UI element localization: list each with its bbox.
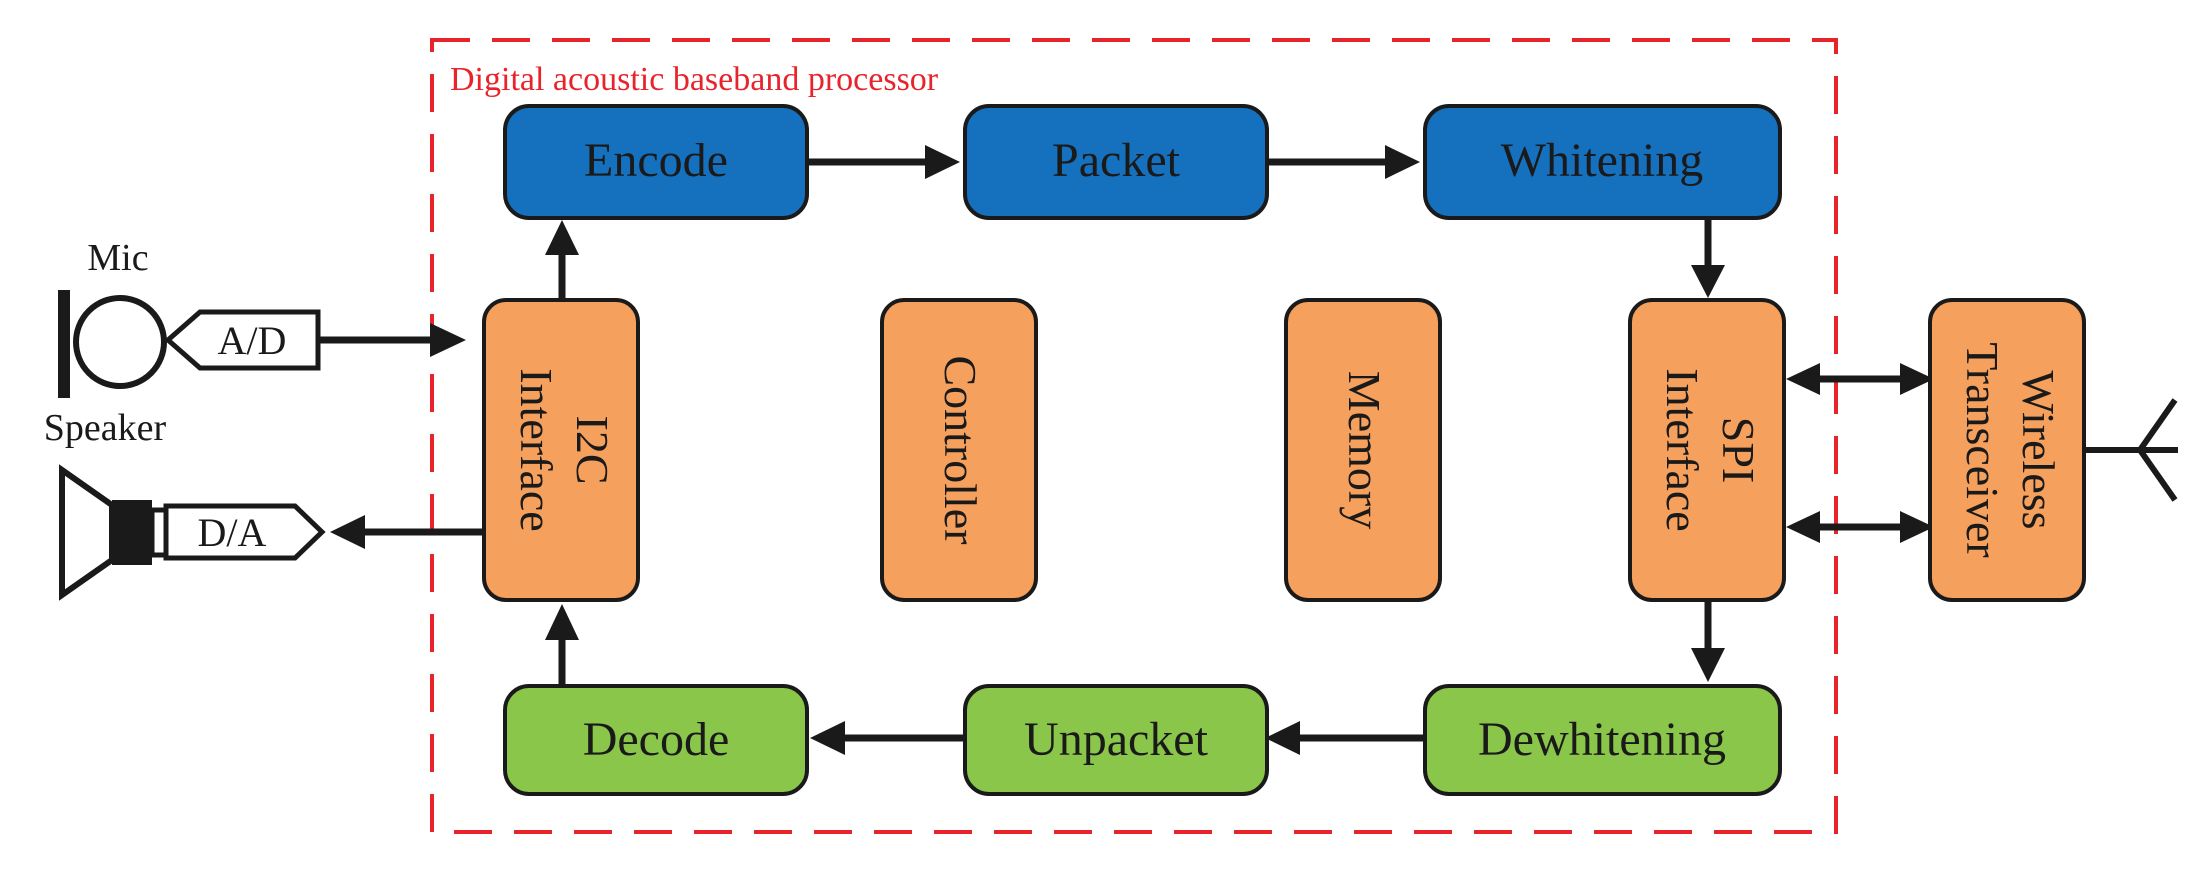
speaker-label: Speaker [44,407,167,449]
memory-block: Memory [1284,298,1442,602]
encode-label: Encode [584,134,728,187]
adc-converter: A/D [164,309,321,371]
spi-interface-block: SPI Interface [1628,298,1786,602]
i2c-label-line2: Interface [511,368,562,531]
i2c-interface-block: I2C Interface [482,298,640,602]
processor-boundary [430,38,1838,834]
antenna-icon [2084,398,2178,502]
unpacket-label: Unpacket [1024,713,1209,766]
mic-label: Mic [87,237,148,279]
processor-boundary-label: Digital acoustic baseband processor [450,61,939,98]
encode-block: Encode [503,104,809,220]
wireless-label-line1: Wireless [2013,370,2064,529]
dac-converter: D/A [163,503,326,561]
spi-label-line2: Interface [1657,368,1708,531]
i2c-label-line1: I2C [567,416,618,485]
dewhitening-block: Dewhitening [1423,684,1782,796]
memory-label: Memory [1339,371,1390,529]
microphone-icon [58,290,167,398]
whitening-block: Whitening [1423,104,1782,220]
dac-label: D/A [198,510,267,555]
signal-arrows [318,145,1934,755]
whitening-label: Whitening [1501,134,1704,187]
packet-label: Packet [1052,134,1181,187]
unpacket-block: Unpacket [963,684,1269,796]
decode-block: Decode [503,684,809,796]
dewhitening-label: Dewhitening [1478,713,1726,766]
controller-block: Controller [880,298,1038,602]
adc-label: A/D [218,318,287,363]
controller-label: Controller [935,355,986,544]
wireless-label-line2: Transceiver [1957,342,2008,557]
packet-block: Packet [963,104,1269,220]
wireless-transceiver-block: Wireless Transceiver [1928,298,2086,602]
speaker-icon [59,464,169,601]
spi-label-line1: SPI [1713,417,1764,483]
decode-label: Decode [583,713,730,766]
